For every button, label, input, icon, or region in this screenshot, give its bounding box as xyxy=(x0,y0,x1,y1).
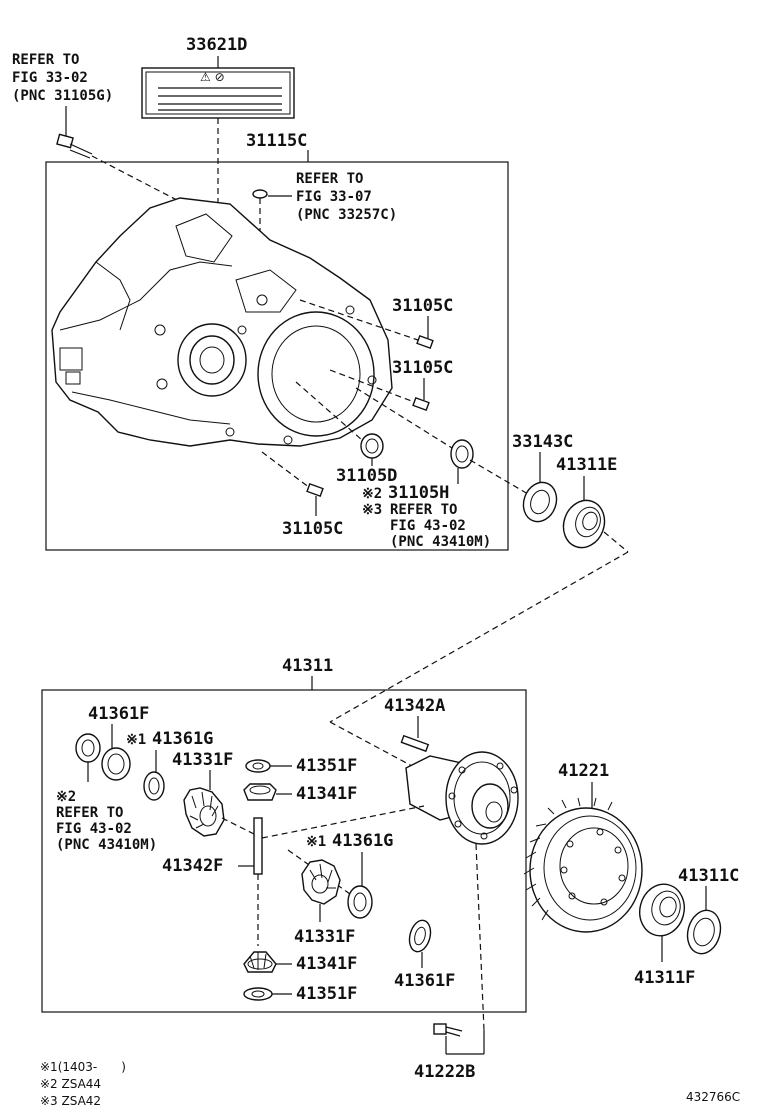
refer-line1: REFER TO xyxy=(56,805,123,821)
bottom-group-box xyxy=(41,689,527,1013)
mark-31105h: ※2 xyxy=(362,486,382,502)
dowel-pin-31105c-c xyxy=(306,482,324,498)
label-41361f-b: 41361F xyxy=(394,971,455,991)
dowel-pin-31105c-a xyxy=(416,334,434,350)
label-31115c: 31115C xyxy=(246,131,307,151)
refer-3307-line2: FIG 33-07 xyxy=(296,189,372,205)
footnote-3: ※3 ZSA42 xyxy=(40,1094,101,1108)
label-41311c: 41311C xyxy=(678,866,739,886)
thrust-washer-41351f-a xyxy=(245,759,271,773)
label-41342f: 41342F xyxy=(162,856,223,876)
bearing-41361f xyxy=(101,747,131,781)
pinion-gear-41331f-b xyxy=(301,859,341,905)
pinion-gear-41331f-a xyxy=(183,787,225,837)
caution-label-plate: ⚠ ⊘ xyxy=(141,67,295,119)
oil-seal-33143c xyxy=(522,481,558,523)
thrust-washer-41351f-b xyxy=(243,987,273,1001)
oil-seal-31105d xyxy=(360,433,384,459)
refer-line3: (PNC 43410M) xyxy=(56,837,157,853)
plug-33257c xyxy=(252,189,268,199)
footnote-1: ※1(1403- ) xyxy=(40,1060,126,1074)
label-31105c-a: 31105C xyxy=(392,296,453,316)
label-31105d: 31105D xyxy=(336,466,397,486)
mark-41361g-a: ※1 xyxy=(126,732,146,748)
top-group-box xyxy=(45,161,509,551)
pin-41342a xyxy=(400,734,430,753)
label-31105h: 31105H xyxy=(388,483,449,503)
mark-refer-4302: ※3 xyxy=(362,502,382,518)
bolt-41222b xyxy=(433,1023,463,1037)
refer-line2: FIG 43-02 xyxy=(56,821,132,837)
label-31105c-c: 31105C xyxy=(282,519,343,539)
mark-41361g-b: ※1 xyxy=(306,834,326,850)
footnote-2: ※2 ZSA44 xyxy=(40,1077,101,1091)
side-gear-41341f-a xyxy=(243,783,277,801)
differential-case xyxy=(405,751,519,845)
label-31105c-b: 31105C xyxy=(392,358,453,378)
pinion-shaft-41342f xyxy=(253,817,263,875)
refer-3302-line2: FIG 33-02 xyxy=(12,70,88,86)
mark-refer: ※2 xyxy=(56,789,76,805)
refer-3307-line3: (PNC 33257C) xyxy=(296,207,397,223)
label-41331f-b: 41331F xyxy=(294,927,355,947)
refer-3307-line1: REFER TO xyxy=(296,171,363,187)
bolt-31105g xyxy=(56,133,93,159)
oil-seal-41361f-b xyxy=(408,919,432,953)
refer-3302-line3: (PNC 31105G) xyxy=(12,88,113,104)
label-33143c: 33143C xyxy=(512,432,573,452)
label-41341f-b: 41341F xyxy=(296,954,357,974)
washer-41361g-b xyxy=(347,885,373,919)
refer-4302-line3: (PNC 43410M) xyxy=(390,534,491,550)
label-41361g-b: 41361G xyxy=(332,831,393,851)
washer-41361g-a xyxy=(143,771,165,801)
refer-4302-line2: FIG 43-02 xyxy=(390,518,466,534)
label-41222b: 41222B xyxy=(414,1062,475,1082)
label-41311: 41311 xyxy=(282,656,333,676)
illustration-id: 432766C xyxy=(686,1090,740,1104)
label-41311f: 41311F xyxy=(634,968,695,988)
side-gear-41341f-b xyxy=(243,951,277,973)
bearing-41311f xyxy=(639,883,685,937)
bearing-race-41311c xyxy=(686,909,722,955)
dowel-pin-31105c-b xyxy=(412,396,430,412)
label-41342a: 41342A xyxy=(384,696,445,716)
label-33621d: 33621D xyxy=(186,35,247,55)
label-plate-text: ⚠ ⊘ xyxy=(200,70,225,84)
bearing-41311e xyxy=(562,499,606,549)
oil-seal-41361f-a xyxy=(75,733,101,763)
label-41311e: 41311E xyxy=(556,455,617,475)
label-41331f-a: 41331F xyxy=(172,750,233,770)
label-41361g-a: 41361G xyxy=(152,729,213,749)
label-41221: 41221 xyxy=(558,761,609,781)
label-41351f-b: 41351F xyxy=(296,984,357,1004)
ring-gear-41221 xyxy=(523,797,643,933)
refer-3302-line1: REFER TO xyxy=(12,52,79,68)
transaxle-housing xyxy=(51,197,393,447)
refer-4302-line1: REFER TO xyxy=(390,502,457,518)
label-41341f-a: 41341F xyxy=(296,784,357,804)
label-41361f-a: 41361F xyxy=(88,704,149,724)
top-group: 31115C REFER TO FIG 33-02 (PNC 31105G) 3… xyxy=(12,35,629,553)
bottom-group: 41311 41342A 41361F xyxy=(41,656,527,1031)
label-41351f-a: 41351F xyxy=(296,756,357,776)
oil-seal-31105h xyxy=(450,439,474,469)
